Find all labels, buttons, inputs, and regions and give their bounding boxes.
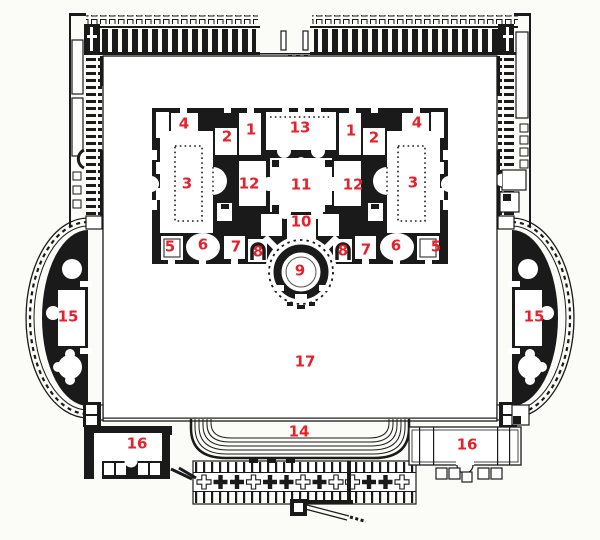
south-gate [290, 499, 367, 523]
corner-building-left [84, 426, 193, 481]
corner-building-right [408, 404, 530, 483]
top-colonnade [69, 13, 531, 58]
outer-wall-right [494, 14, 531, 226]
central-bath-block [143, 106, 457, 265]
exedra-right [496, 215, 575, 427]
outer-wall-left [69, 14, 103, 226]
caldarium-rotunda [262, 234, 340, 309]
stadium-seating [189, 419, 411, 460]
cistern-row [178, 459, 417, 505]
exedra-left [25, 215, 104, 427]
